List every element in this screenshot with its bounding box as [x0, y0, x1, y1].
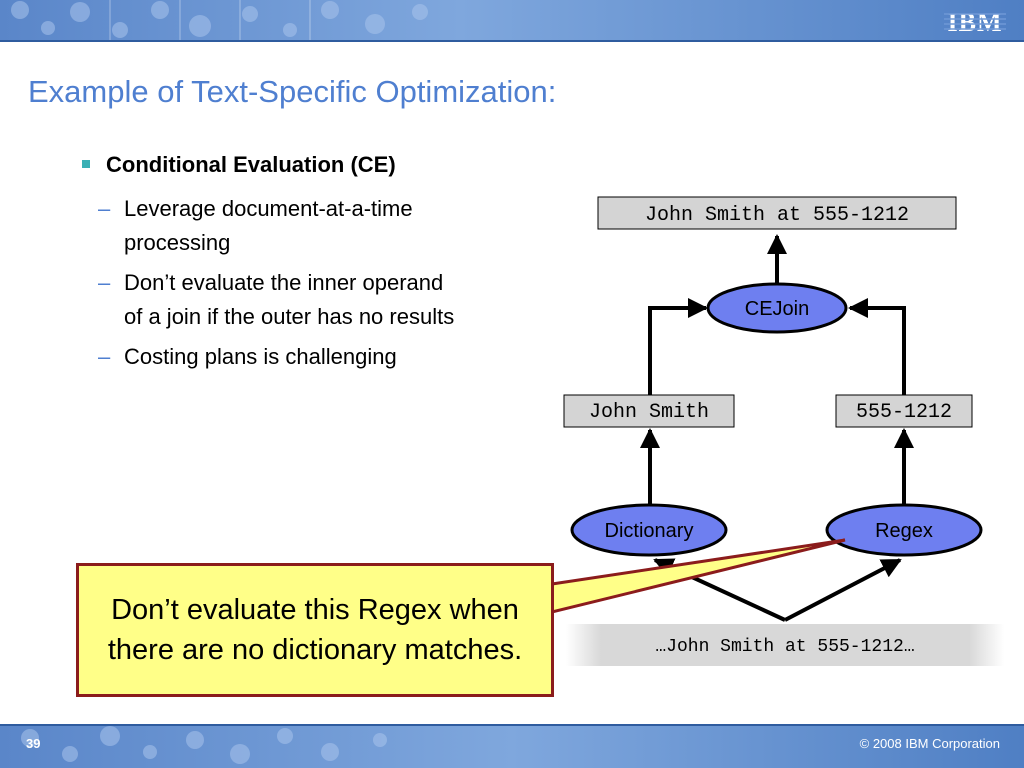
header-band: IBM	[0, 0, 1024, 42]
sub-bullet-text: Costing plans is challenging	[124, 344, 397, 369]
ibm-logo: IBM	[944, 8, 1006, 36]
svg-text:555-1212: 555-1212	[856, 401, 952, 424]
sub-bullet-item: – Costing plans is challenging	[80, 340, 464, 374]
callout-pointer	[550, 538, 846, 614]
sub-bullet-text: Leverage document-at-a-time processing	[124, 196, 413, 255]
dash-marker: –	[98, 196, 111, 221]
left-result-box: John Smith	[563, 394, 735, 428]
svg-text:Dictionary: Dictionary	[605, 520, 694, 542]
svg-text:…John Smith at 555-1212…: …John Smith at 555-1212…	[655, 637, 914, 657]
right-result-box: 555-1212	[835, 394, 973, 428]
footer-band: 39 © 2008 IBM Corporation	[0, 724, 1024, 768]
header-divider	[0, 40, 1024, 42]
regex-node: Regex	[825, 503, 983, 557]
sub-bullet-text: Don’t evaluate the inner operand of a jo…	[124, 270, 455, 329]
svg-text:IBM: IBM	[948, 8, 1003, 36]
arrow-doc-to-regex	[784, 558, 902, 622]
dash-marker: –	[98, 270, 111, 295]
result-box: John Smith at 555-1212	[597, 196, 957, 230]
document-box: …John Smith at 555-1212…	[566, 624, 1004, 666]
footer-decoration	[21, 726, 387, 764]
callout-text: Don’t evaluate this Regex when there are…	[107, 594, 523, 666]
header-decoration	[11, 0, 428, 42]
svg-text:CEJoin: CEJoin	[745, 298, 809, 320]
sub-bullet-list: – Leverage document-at-a-time processing…	[80, 192, 510, 374]
sub-bullet-item: – Don’t evaluate the inner operand of a …	[80, 266, 464, 334]
bullet-list: Conditional Evaluation (CE) – Leverage d…	[80, 152, 510, 380]
bullet-text: Conditional Evaluation (CE)	[106, 152, 396, 177]
arrow-right-to-cejoin	[848, 298, 906, 396]
sub-bullet-item: – Leverage document-at-a-time processing	[80, 192, 464, 260]
cejoin-node: CEJoin	[706, 282, 848, 334]
svg-text:Regex: Regex	[875, 520, 933, 542]
svg-text:John Smith: John Smith	[589, 401, 709, 424]
page-number: 39	[26, 736, 41, 751]
arrow-left-to-cejoin	[648, 298, 708, 396]
footer-divider	[0, 724, 1024, 726]
dictionary-node: Dictionary	[570, 503, 728, 557]
slide-title: Example of Text-Specific Optimization:	[28, 74, 557, 109]
copyright-text: © 2008 IBM Corporation	[859, 736, 1000, 751]
dash-marker: –	[98, 344, 111, 369]
square-bullet-icon	[82, 160, 90, 168]
svg-text:John Smith at 555-1212: John Smith at 555-1212	[645, 204, 909, 227]
callout-box: Don’t evaluate this Regex when there are…	[76, 563, 554, 697]
bullet-item: Conditional Evaluation (CE)	[80, 152, 510, 178]
